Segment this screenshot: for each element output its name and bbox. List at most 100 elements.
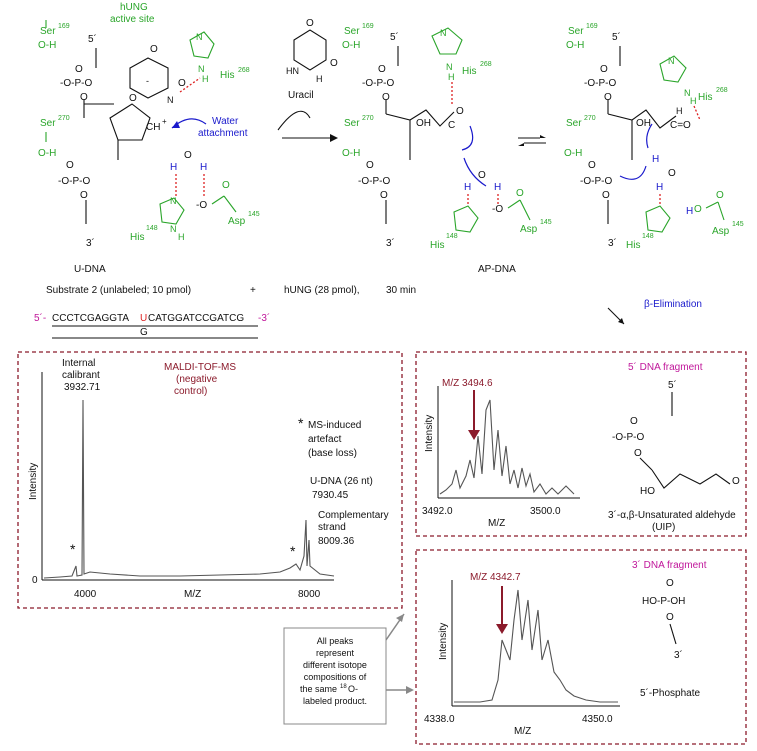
seq-left: CCCTCGAGGTA [52,313,129,324]
asp145-number: 145 [248,211,260,218]
note-line-1: All peaks [317,636,354,646]
svg-text:O: O [150,44,158,55]
svg-text:O-H: O-H [342,40,360,51]
svg-text:H: H [202,74,209,84]
svg-text:H: H [656,182,663,193]
three-fragment-panel: 3´ DNA fragment M/Z 4342.7 Intensity 433… [415,549,747,745]
svg-text:H: H [178,232,185,242]
svg-text:H: H [200,162,207,173]
svg-text:Ser: Ser [344,118,360,129]
svg-text:C: C [448,120,455,131]
udna-5prime: 5´ [88,33,97,45]
artefact-1: MS-induced [308,420,361,431]
three-ylabel: Intensity [438,623,449,660]
comp-peak-label-1: Complementary [318,510,389,521]
svg-text:O: O [382,92,390,103]
maldi-spectrum-panel: MALDI-TOF-MS (negative control) Internal… [17,351,403,609]
water-label-1: Water [212,116,239,127]
svg-text:169: 169 [586,23,598,30]
phosphate-label: 5´-Phosphate [640,687,700,699]
note-line-6: labeled product. [303,696,367,706]
uip-label-2: (UIP) [652,522,675,533]
svg-text:OH: OH [416,118,431,129]
svg-text:OH: OH [636,118,651,129]
svg-text:HN: HN [286,66,299,76]
his268-label: His [220,70,234,81]
note-line-2: represent [316,648,355,658]
svg-text:Asp: Asp [712,226,730,237]
time-text: 30 min [386,285,416,296]
artefact-2: artefact [308,434,342,445]
svg-text:CH: CH [146,122,160,133]
uip-label-1: 3´-α,β-Unsaturated aldehyde [608,509,736,521]
svg-text:5´: 5´ [612,31,621,43]
svg-text:O: O [478,170,486,181]
svg-text:HO-P-OH: HO-P-OH [642,596,685,607]
asp145: -O O Asp 145 [196,180,260,227]
his148-label: His [130,232,144,243]
svg-text:O: O [516,188,524,199]
svg-text:169: 169 [362,23,374,30]
svg-text:H: H [170,162,177,173]
uracil-label: Uracil [288,90,314,101]
note-line-4: compositions of [304,672,367,682]
svg-text:3´: 3´ [608,237,617,249]
phosphate-3prime: 3´ [674,649,683,661]
svg-text:H: H [494,182,501,193]
his148: N N H His 148 [130,196,185,243]
svg-text:-O-P-O: -O-P-O [60,78,92,89]
substrate-text: Substrate 2 (unlabeled; 10 pmol) [46,285,191,296]
svg-text:His: His [462,66,476,77]
artefact-3: (base loss) [308,448,357,459]
water-label-2: attachment [198,128,248,139]
five-fragment-title: 5´ DNA fragment [628,361,703,373]
svg-text:H: H [316,74,323,84]
three-fragment-title: 3´ DNA fragment [632,559,707,571]
svg-text:O: O [666,612,674,623]
svg-text:O: O [716,190,724,201]
svg-text:O-H: O-H [564,148,582,159]
svg-text:O-H: O-H [342,148,360,159]
seq-5prime: 5´- [34,312,46,324]
svg-text:H: H [652,154,659,165]
maldi-tick-4000: 4000 [74,589,97,600]
five-x-right: 3500.0 [530,506,561,517]
maldi-xlabel: M/Z [184,589,201,600]
note-line-5-end: O- [348,684,358,694]
note-box: All peaks represent different isotope co… [283,613,414,725]
five-fragment-panel: 5´ DNA fragment M/Z 3494.6 Intensity 349… [415,351,747,537]
three-xlabel: M/Z [514,726,531,737]
svg-text:O: O [178,78,186,89]
svg-text:145: 145 [732,221,744,228]
ser169-label: Ser [40,26,56,37]
uip-5prime: 5´ [668,379,677,391]
maldi-title-2: (negative [176,374,218,385]
svg-text:Ser: Ser [568,26,584,37]
svg-text:O: O [602,190,610,201]
svg-text:O: O [630,416,638,427]
svg-text:H: H [464,182,471,193]
svg-text:N: N [170,196,177,206]
svg-text:268: 268 [480,61,492,68]
svg-text:His: His [430,240,444,251]
svg-text:5´: 5´ [390,31,399,43]
svg-text:O-H: O-H [38,40,56,51]
svg-text:O: O [66,160,74,171]
maldi-ylabel: Intensity [28,463,39,500]
his268-number: 268 [238,67,250,74]
note-line-5-sup: 18 [340,684,347,690]
svg-text:-O-P-O: -O-P-O [584,78,616,89]
dna-sequence: 5´- CCCTCGAGGTA U CATGGATCCGATCG -3´ G [34,312,270,339]
svg-text:N: N [170,224,177,234]
three-x-left: 4338.0 [424,714,455,725]
equilibrium-arrows [518,135,546,146]
svg-text:O: O [732,476,740,487]
svg-text:O: O [184,150,192,161]
svg-text:O: O [456,106,464,117]
ser270-number: 270 [58,115,70,122]
udna-label: U-DNA [74,264,106,275]
elimination-structure: Ser 169 O-H 5´ O -O-P-O O OH C=O H N N H… [564,23,744,251]
svg-text:His: His [698,92,712,103]
svg-text:O: O [694,204,702,215]
apdna-label: AP-DNA [478,264,516,275]
